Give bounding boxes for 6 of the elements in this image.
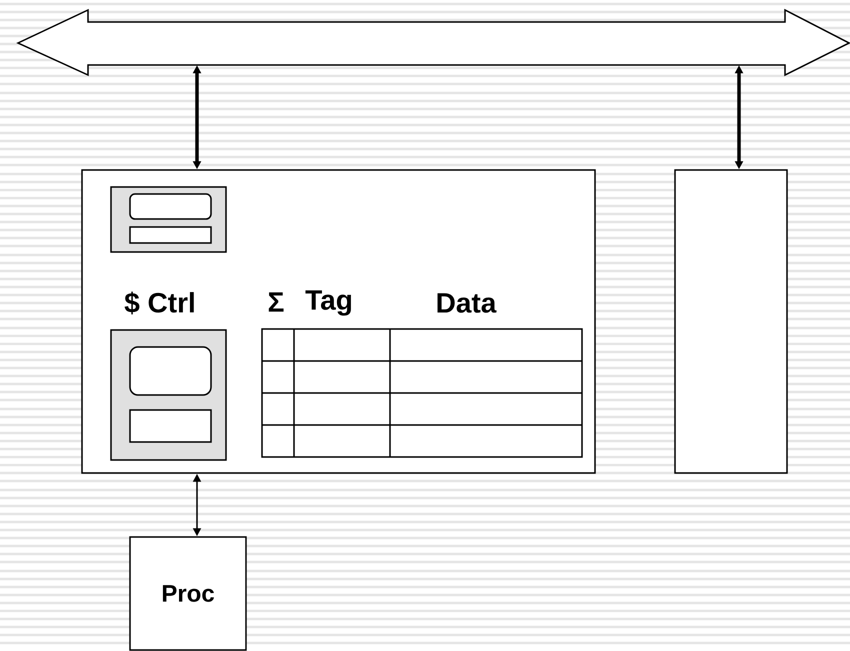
column-label: Data <box>438 293 497 313</box>
column-label: Σ <box>268 292 284 312</box>
block-box <box>674 169 788 474</box>
process-box: Proc <box>129 536 247 651</box>
column-label: $ Ctrl <box>124 292 194 314</box>
column-label: Tag <box>305 290 351 316</box>
